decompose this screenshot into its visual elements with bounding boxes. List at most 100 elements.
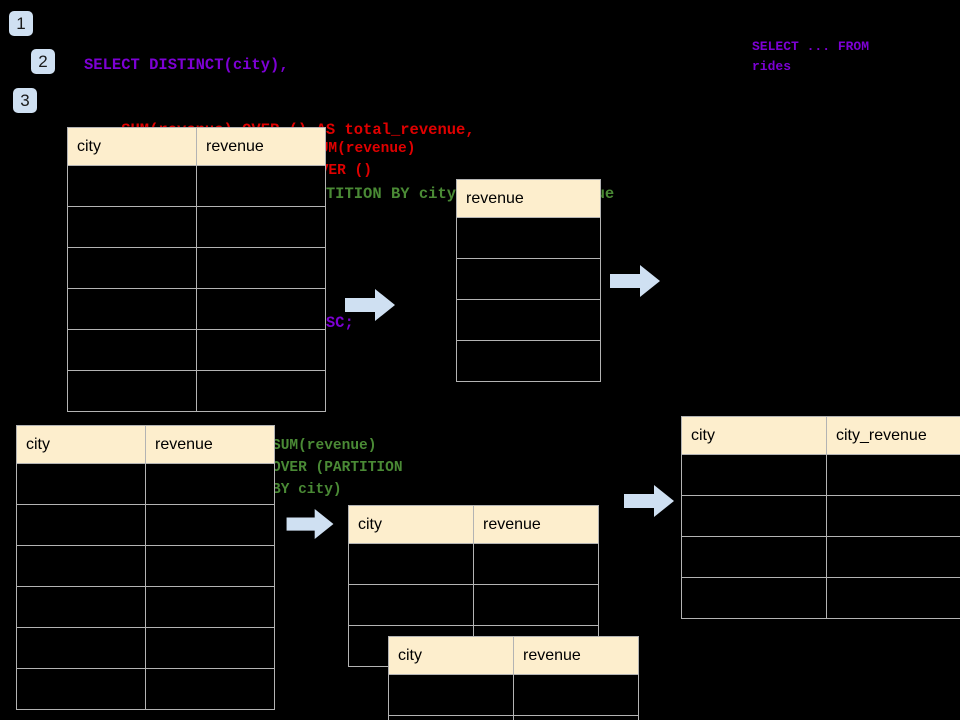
cell-revenue (456, 258, 601, 300)
cell-city (681, 495, 827, 537)
column-header-city: city (348, 505, 474, 544)
annotation-partition-by-city: SUM(revenue) OVER (PARTITION BY city) (272, 438, 403, 498)
table-row (456, 340, 601, 382)
table-row (681, 454, 960, 496)
table-row (348, 543, 599, 585)
table-row (681, 536, 960, 578)
table-row (388, 715, 639, 720)
cell-revenue (196, 247, 326, 289)
partition-group-table-back: city revenue (348, 505, 599, 667)
cell-revenue (145, 627, 275, 669)
table-row (456, 217, 601, 259)
column-header-revenue: revenue (513, 636, 639, 675)
annotation-over-empty: SUM(revenue) OVER () (311, 141, 416, 179)
rides-source-table-top: city revenue (67, 127, 326, 412)
table-row (16, 668, 275, 710)
table-row (16, 504, 275, 546)
cell-city (681, 536, 827, 578)
arrow-total-to-result (610, 265, 660, 297)
city-revenue-result-table: city city_revenue (681, 416, 960, 619)
table-row (67, 288, 326, 330)
cell-revenue (145, 463, 275, 505)
arrow-source-to-total (345, 289, 395, 321)
cell-revenue (513, 715, 639, 720)
table-row (456, 299, 601, 341)
table-row (16, 463, 275, 505)
table-header-row: city revenue (348, 505, 599, 544)
cell-city (16, 668, 146, 710)
cell-city (67, 206, 197, 248)
cell-city (67, 247, 197, 289)
rides-source-table-bottom: city revenue (16, 425, 275, 710)
table-header-row: city city_revenue (681, 416, 960, 455)
cell-revenue (196, 288, 326, 330)
table-header-row: city revenue (16, 425, 275, 464)
cell-city (388, 715, 514, 720)
column-header-revenue: revenue (456, 179, 601, 218)
cell-city (16, 586, 146, 628)
cell-city (16, 504, 146, 546)
cell-city (67, 288, 197, 330)
partition-group-table-front: city revenue (388, 636, 639, 720)
cell-city (16, 545, 146, 587)
cell-city (16, 463, 146, 505)
column-header-city: city (67, 127, 197, 166)
cell-revenue (145, 504, 275, 546)
table-row (67, 329, 326, 371)
table-row (67, 370, 326, 412)
cell-revenue (196, 165, 326, 207)
cell-city (67, 329, 197, 371)
column-header-city: city (16, 425, 146, 464)
cell-city (67, 165, 197, 207)
column-header-revenue: revenue (145, 425, 275, 464)
cell-revenue (473, 543, 599, 585)
table-row (456, 258, 601, 300)
cell-revenue (145, 586, 275, 628)
cell-revenue (456, 299, 601, 341)
cell-city (348, 584, 474, 626)
cell-revenue (456, 340, 601, 382)
table-row (67, 165, 326, 207)
cell-city (388, 674, 514, 716)
table-row (67, 247, 326, 289)
table-row (348, 584, 599, 626)
table-header-row: city revenue (67, 127, 326, 166)
table-header-row: revenue (456, 179, 601, 218)
column-header-city-revenue: city_revenue (826, 416, 960, 455)
cell-city-revenue (826, 536, 960, 578)
cell-revenue (196, 329, 326, 371)
cell-revenue (196, 206, 326, 248)
cell-revenue (196, 370, 326, 412)
column-header-revenue: revenue (196, 127, 326, 166)
cell-city-revenue (826, 495, 960, 537)
table-header-row: city revenue (388, 636, 639, 675)
table-row (388, 674, 639, 716)
sql-sidenote-select-from-rides: SELECT ... FROM rides (752, 39, 870, 74)
cell-city (67, 370, 197, 412)
arrow-source-to-partition (286, 509, 334, 539)
cell-revenue (145, 545, 275, 587)
cell-city (681, 577, 827, 619)
cell-revenue (145, 668, 275, 710)
cell-revenue (456, 217, 601, 259)
table-row (67, 206, 326, 248)
table-row (16, 586, 275, 628)
step-badge-1: 1 (9, 11, 33, 36)
table-row (681, 577, 960, 619)
arrow-partition-to-result (624, 485, 674, 517)
table-row (681, 495, 960, 537)
table-row (16, 627, 275, 669)
total-revenue-table: revenue (456, 179, 601, 382)
table-row (16, 545, 275, 587)
column-header-revenue: revenue (473, 505, 599, 544)
cell-city (16, 627, 146, 669)
cell-city-revenue (826, 454, 960, 496)
step-badge-2: 2 (31, 49, 55, 74)
cell-city (681, 454, 827, 496)
cell-city (348, 543, 474, 585)
step-badge-3: 3 (13, 88, 37, 113)
column-header-city: city (681, 416, 827, 455)
sql-line-select: SELECT DISTINCT(city), (84, 56, 289, 74)
cell-city-revenue (826, 577, 960, 619)
